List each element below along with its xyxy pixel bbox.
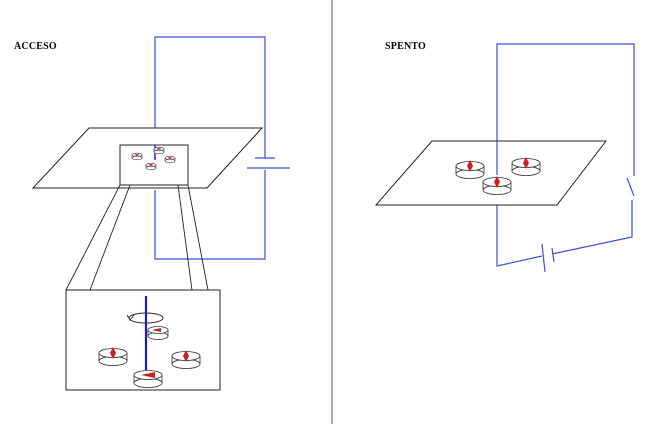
horizontal-plane	[374, 140, 608, 206]
circuit-wire-right	[551, 200, 633, 255]
circuit-wire-bottom	[496, 205, 543, 267]
compass-icon	[153, 146, 165, 155]
battery-icon	[541, 243, 555, 273]
circuit-wire-top	[496, 43, 635, 176]
compass-icon	[133, 370, 163, 388]
zoom-projection-line	[65, 184, 121, 291]
compass-icon	[98, 347, 128, 366]
zoom-projection-line	[187, 184, 209, 291]
circuit-wire-top	[154, 36, 266, 158]
compass-icon	[482, 176, 512, 195]
switch-icon	[626, 177, 635, 197]
compass-icon	[131, 152, 143, 161]
zoom-projection-line	[177, 184, 193, 291]
compass-icon	[145, 162, 157, 171]
zoom-projection-line	[89, 184, 131, 291]
compass-icon	[147, 326, 169, 340]
compass-icon	[511, 157, 541, 176]
panel-label-acceso: ACCESO	[14, 41, 57, 52]
panel-label-spento: SPENTO	[385, 41, 427, 52]
compass-icon	[171, 350, 201, 369]
circuit-wire-bottom	[154, 170, 266, 260]
compass-icon	[455, 160, 485, 179]
battery-icon	[247, 157, 290, 169]
compass-icon	[164, 155, 176, 164]
